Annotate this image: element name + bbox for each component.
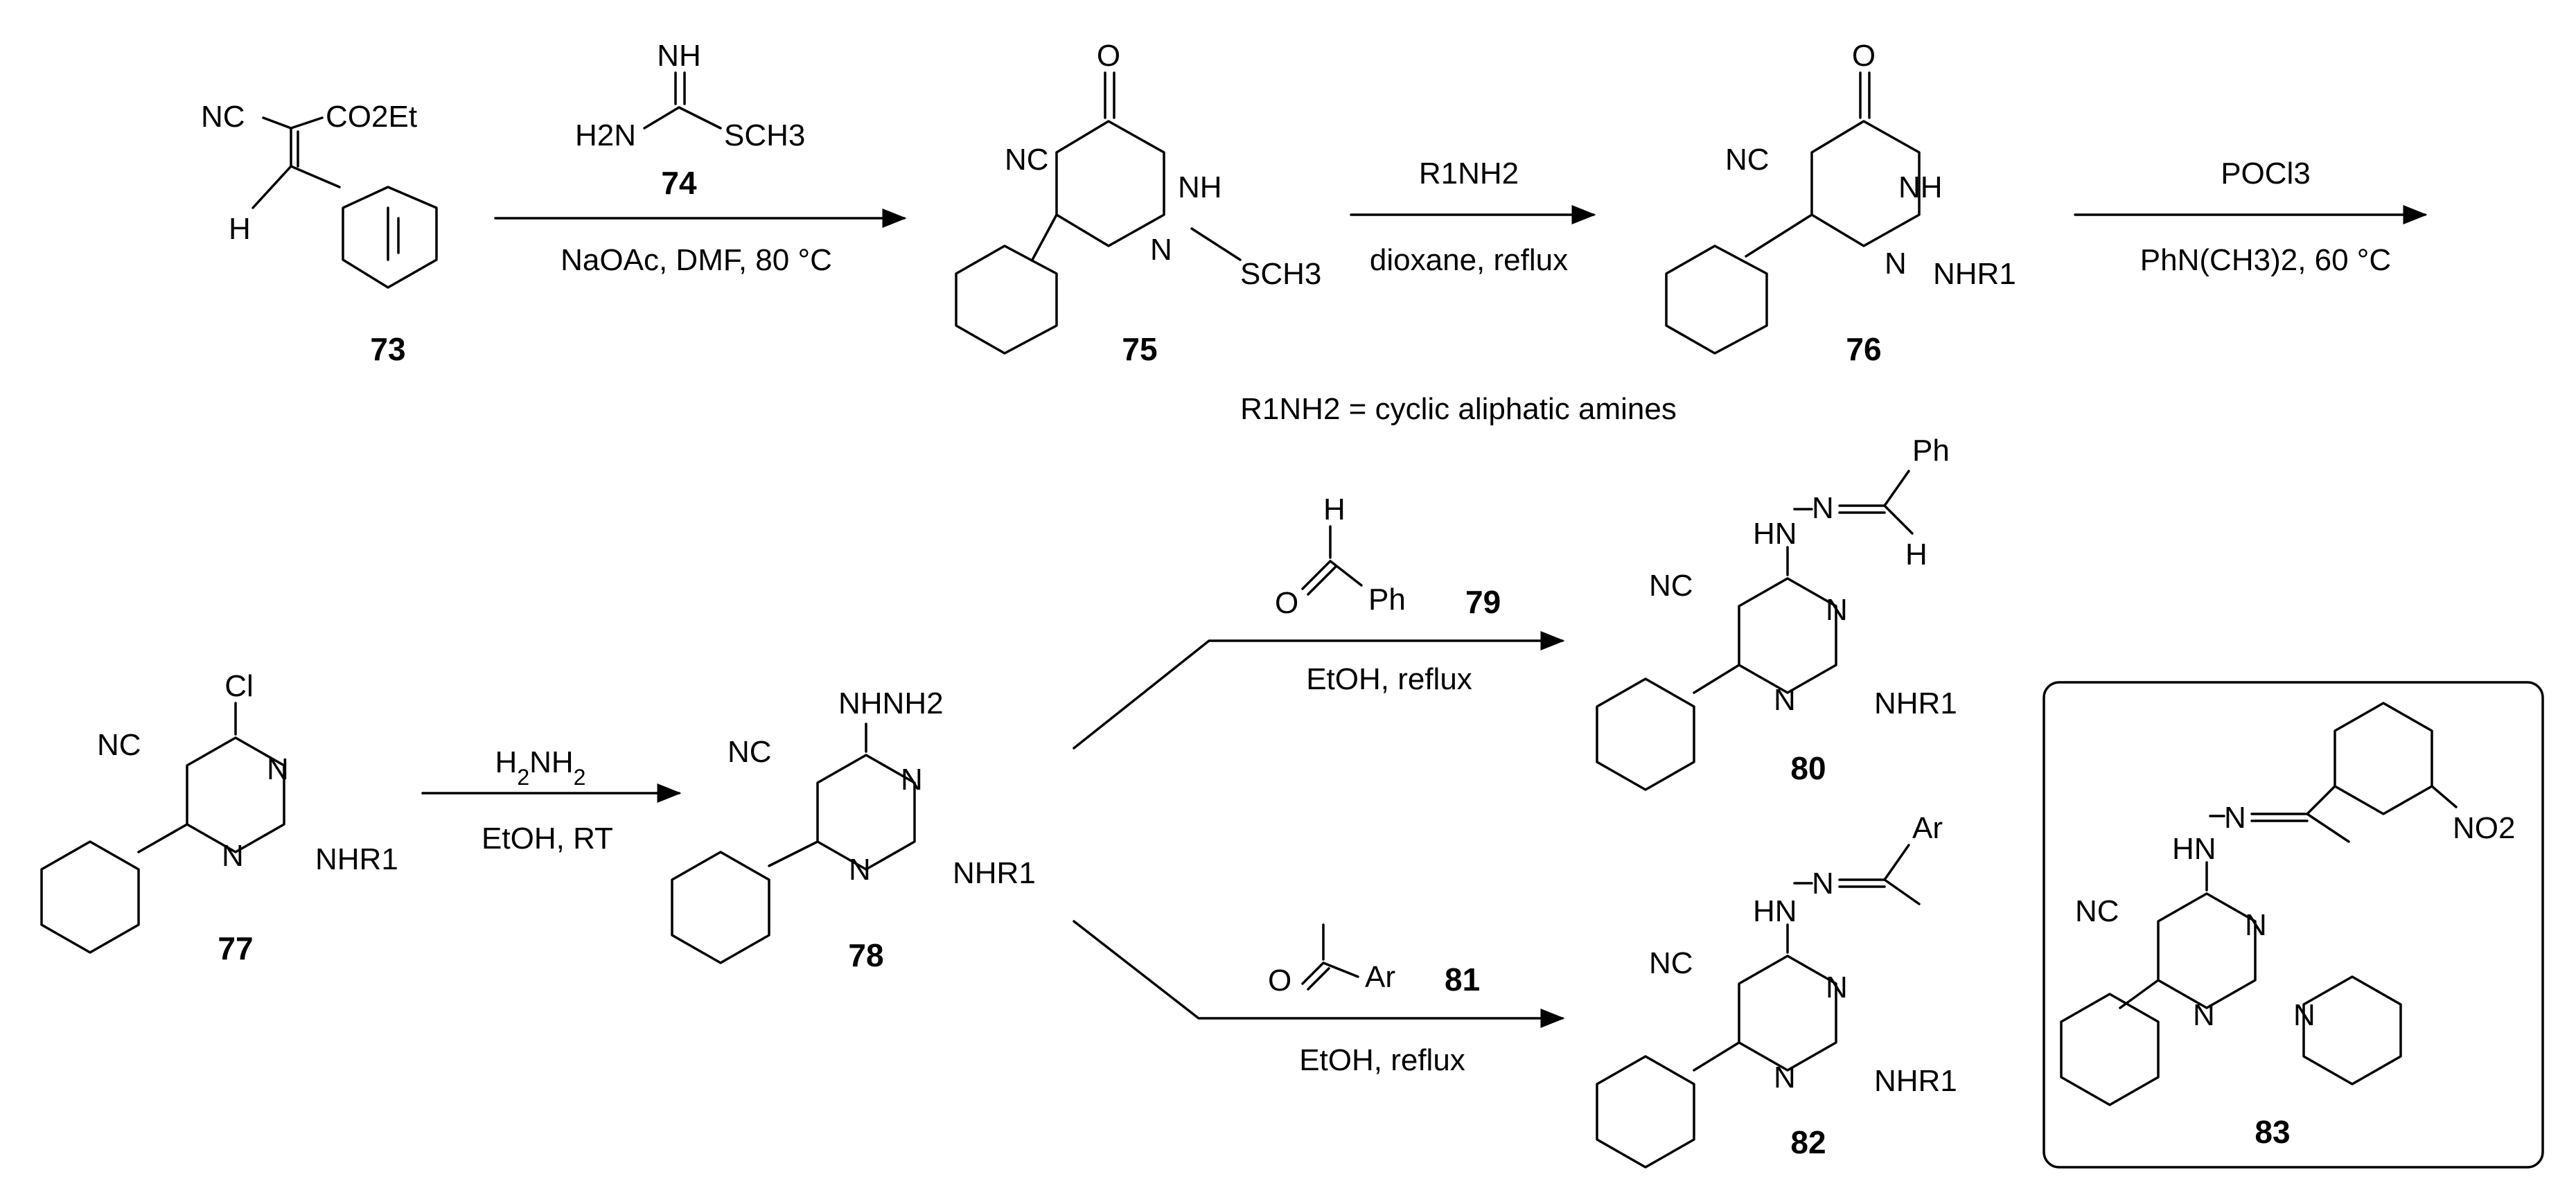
reagent-81: O Ar 81 bbox=[1268, 923, 1480, 998]
atom-label-NC: NC bbox=[201, 100, 245, 134]
highlight-box bbox=[2043, 681, 2544, 1169]
conditions-step-4: EtOH, RT bbox=[482, 822, 613, 855]
compound-78: NHNH2 NC N N NHR1 78 bbox=[671, 686, 1036, 973]
atom-label-SCH3: SCH3 bbox=[724, 118, 805, 152]
atom-label-O: O bbox=[1275, 586, 1298, 620]
conditions-step-6: EtOH, reflux bbox=[1299, 1043, 1465, 1077]
compound-76: O NC NH N NHR1 76 bbox=[1665, 39, 2016, 367]
compound-number: 81 bbox=[1445, 961, 1480, 998]
conditions-step-5: EtOH, reflux bbox=[1306, 662, 1472, 696]
atom-label-HN: HN bbox=[1753, 517, 1797, 551]
atom-label-NC: NC bbox=[727, 735, 772, 769]
compound-73: NC CO2Et H 73 bbox=[201, 100, 438, 367]
atom-label-NC: NC bbox=[1649, 569, 1693, 603]
atom-label-CO2Et: CO2Et bbox=[326, 100, 417, 134]
atom-label-H2N: H2N bbox=[575, 118, 636, 152]
atom-label-H: H bbox=[1905, 538, 1927, 571]
atom-label-H: H bbox=[1323, 493, 1346, 526]
atom-label-N: N bbox=[1885, 247, 1907, 281]
reagent-step-4: H2NH2 bbox=[495, 745, 586, 790]
reaction-arrow-6 bbox=[1073, 920, 1565, 1028]
compound-83: NO2 N HN NC N N N 83 bbox=[2060, 702, 2515, 1150]
compound-number: 83 bbox=[2255, 1114, 2290, 1150]
conditions-step-3: PhN(CH3)2, 60 °C bbox=[2140, 243, 2391, 277]
atom-label-N: N bbox=[1150, 233, 1172, 267]
conditions-step-2: dioxane, reflux bbox=[1370, 243, 1568, 277]
compound-number: 78 bbox=[848, 937, 883, 973]
atom-label-N: N bbox=[2193, 998, 2215, 1032]
compound-75: O NC NH N SCH3 75 bbox=[955, 39, 1321, 367]
atom-label-Ar: Ar bbox=[1365, 960, 1395, 994]
atom-label-NHR1: NHR1 bbox=[1874, 1064, 1957, 1098]
atom-label-NO2: NO2 bbox=[2453, 811, 2515, 845]
atom-label-NHR1: NHR1 bbox=[1874, 686, 1957, 720]
atom-label-N: N bbox=[1826, 593, 1848, 627]
atom-label-NC: NC bbox=[1725, 143, 1770, 177]
atom-label-O: O bbox=[1852, 39, 1876, 73]
atom-label-N: N bbox=[1812, 867, 1834, 901]
atom-label-Ph: Ph bbox=[1368, 583, 1406, 617]
atom-label-NH: NH bbox=[1178, 170, 1222, 204]
compound-number: 75 bbox=[1122, 331, 1157, 367]
reagent-79: H O Ph 79 bbox=[1275, 493, 1501, 620]
compound-number: 80 bbox=[1790, 750, 1826, 786]
atom-label-N: N bbox=[1774, 683, 1796, 717]
atom-label-N: N bbox=[2245, 908, 2267, 942]
compound-number: 74 bbox=[661, 165, 697, 201]
compound-number: 76 bbox=[1846, 331, 1881, 367]
reagent-step-2: R1NH2 bbox=[1419, 157, 1519, 190]
conditions-step-1: NaOAc, DMF, 80 °C bbox=[561, 243, 832, 277]
atom-label-NHR1: NHR1 bbox=[1933, 257, 2016, 291]
compound-80: Ph H N HN NC N N NHR1 80 bbox=[1596, 434, 1957, 791]
atom-label-NC: NC bbox=[2075, 894, 2119, 928]
atom-label-H: H bbox=[229, 212, 251, 246]
reaction-arrow-5 bbox=[1073, 631, 1565, 750]
reagent-74: NH H2N SCH3 74 bbox=[575, 39, 805, 201]
atom-label-Ar: Ar bbox=[1912, 811, 1943, 845]
atom-label-N: N bbox=[1774, 1061, 1796, 1094]
note-step-2: R1NH2 = cyclic aliphatic amines bbox=[1240, 392, 1677, 426]
atom-label-N: N bbox=[849, 853, 871, 887]
atom-label-NC: NC bbox=[97, 728, 141, 762]
atom-label-HN: HN bbox=[2172, 832, 2216, 866]
compound-82: Ar N HN NC N N NHR1 82 bbox=[1596, 811, 1957, 1169]
atom-label-NC: NC bbox=[1649, 946, 1693, 980]
atom-label-N: N bbox=[901, 763, 923, 797]
compound-number: 79 bbox=[1465, 584, 1501, 620]
compound-number: 73 bbox=[370, 331, 405, 367]
atom-label-Ph: Ph bbox=[1912, 434, 1950, 468]
atom-label-NHR1: NHR1 bbox=[953, 856, 1036, 890]
atom-label-N: N bbox=[1826, 970, 1848, 1004]
atom-label-NHR1: NHR1 bbox=[315, 842, 398, 876]
compound-number: 77 bbox=[218, 930, 253, 966]
atom-label-N: N bbox=[267, 752, 289, 786]
compound-77: Cl NC N N NHR1 77 bbox=[40, 669, 398, 966]
atom-label-O: O bbox=[1097, 39, 1120, 73]
atom-label-Cl: Cl bbox=[224, 669, 254, 703]
compound-number: 82 bbox=[1790, 1124, 1826, 1160]
atom-label-N: N bbox=[222, 839, 244, 873]
reagent-step-3: POCl3 bbox=[2221, 157, 2311, 190]
atom-label-O: O bbox=[1268, 964, 1291, 998]
atom-label-HN: HN bbox=[1753, 894, 1797, 928]
atom-label-N: N bbox=[2224, 801, 2246, 835]
atom-label-NH: NH bbox=[657, 39, 701, 73]
atom-label-NHNH2: NHNH2 bbox=[838, 686, 944, 720]
atom-label-SCH3: SCH3 bbox=[1240, 257, 1321, 291]
atom-label-NH: NH bbox=[1898, 170, 1943, 204]
atom-label-NC: NC bbox=[1005, 143, 1049, 177]
atom-label-N: N bbox=[1812, 491, 1834, 525]
